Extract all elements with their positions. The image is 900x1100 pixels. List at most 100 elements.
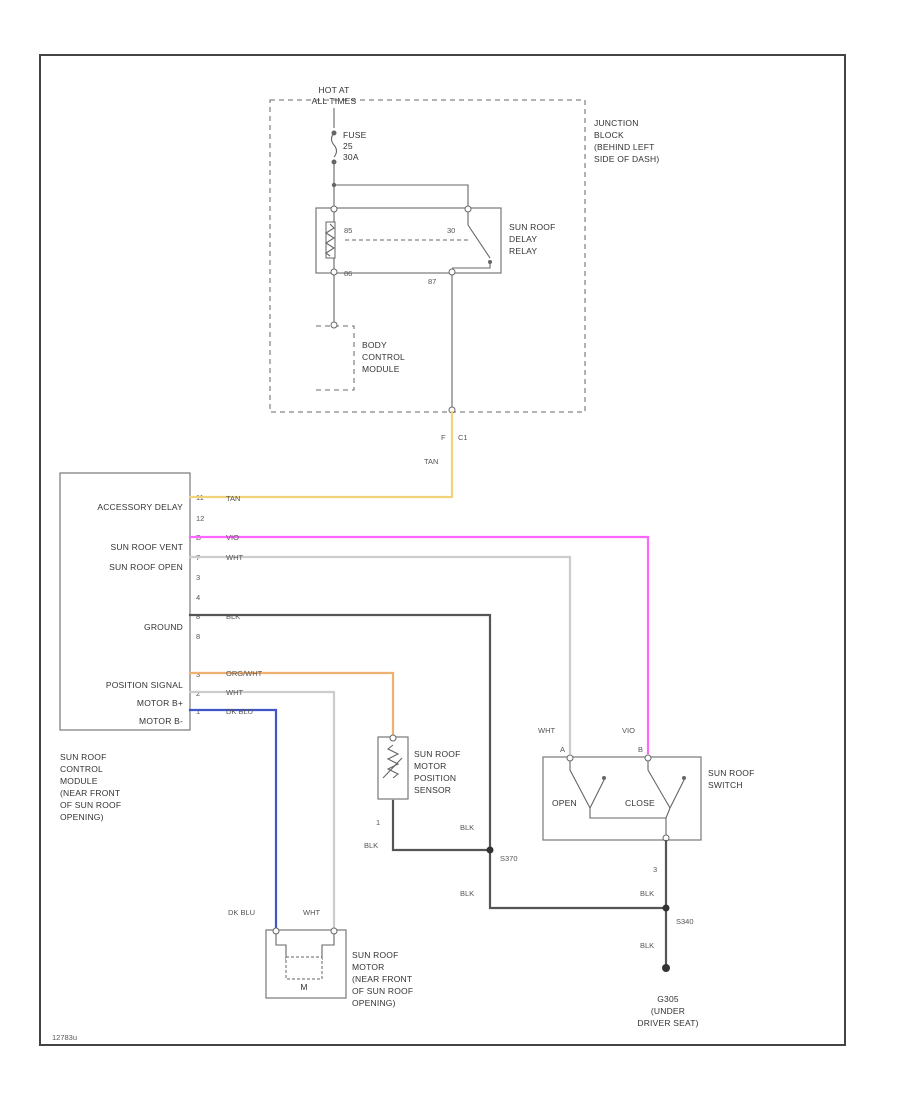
- fuse-rating: 30A: [343, 152, 359, 162]
- pin-label-ground: GROUND: [144, 622, 183, 632]
- pin-label-motor-bplus: MOTOR B+: [137, 698, 183, 708]
- blk-label-s370: BLK: [460, 823, 474, 832]
- sunroof-switch-box: [542, 756, 702, 841]
- relay-pin-85: 85: [344, 226, 352, 235]
- control-module-label-4: (NEAR FRONT: [60, 788, 120, 798]
- wire-orange-white: [188, 671, 395, 737]
- switch-open-label: OPEN: [552, 798, 577, 808]
- switch-wht-label: WHT: [538, 726, 555, 735]
- control-module-label-5: OF SUN ROOF: [60, 800, 121, 810]
- position-sensor-label-2: MOTOR: [414, 761, 446, 771]
- bcm-outline: [316, 325, 355, 391]
- switch-open-contact-icon: [589, 779, 605, 809]
- ground-label: G305: [657, 994, 679, 1004]
- pin-label-sunroof-open: SUN ROOF OPEN: [109, 562, 183, 572]
- wire-black-ground: [188, 613, 667, 910]
- hot-at-label: HOT AT: [318, 85, 349, 95]
- pin-num-4: 3: [196, 573, 200, 582]
- delay-relay-box: [315, 207, 502, 274]
- wire-violet-label: VIO: [226, 533, 239, 542]
- relay-label-2: DELAY: [509, 234, 537, 244]
- pin-label-position-signal: POSITION SIGNAL: [106, 680, 183, 690]
- tan-wire-label-top: TAN: [424, 457, 438, 466]
- sunroof-motor-label-5: OPENING): [352, 998, 396, 1008]
- control-module-label-6: OPENING): [60, 812, 104, 822]
- wire-dark-blue-label: DK BLU: [226, 707, 253, 716]
- c1-connector-label: C1: [458, 433, 468, 442]
- relay-contact-icon: [467, 224, 491, 259]
- pin-num-5: 4: [196, 593, 200, 602]
- motor-wht-label: WHT: [303, 908, 320, 917]
- position-sensor-label-4: SENSOR: [414, 785, 451, 795]
- wire-sensor-ground: [391, 799, 492, 852]
- pin-num-6: 8: [196, 612, 200, 621]
- switch-pin-a: A: [560, 745, 565, 754]
- pin-num-9: 2: [196, 689, 200, 698]
- wire-white-open: [188, 555, 572, 755]
- control-module-box: [59, 472, 191, 731]
- motor-m-label: M: [300, 982, 307, 992]
- switch-pin-b: B: [638, 745, 643, 754]
- relay-pin-86: 86: [344, 269, 352, 278]
- relay-label-3: RELAY: [509, 246, 537, 256]
- pin-num-1: 12: [196, 514, 204, 523]
- relay-pin-30: 30: [447, 226, 455, 235]
- fuse-label: FUSE: [343, 130, 367, 140]
- pin-label-sunroof-vent: SUN ROOF VENT: [111, 542, 184, 552]
- junction-block-label-2: BLOCK: [594, 130, 624, 140]
- wire-black-ground-label: BLK: [226, 612, 240, 621]
- relay-label: SUN ROOF: [509, 222, 555, 232]
- c1-pin: F: [441, 433, 446, 442]
- wire-tan: [188, 410, 454, 499]
- switch-close-contact-icon: [669, 779, 685, 809]
- position-sensor-icon: [386, 744, 400, 779]
- wire-white-motor-label: WHT: [226, 688, 243, 697]
- bcm-label-3: MODULE: [362, 364, 400, 374]
- wire-violet: [188, 535, 650, 755]
- fuse-number: 25: [343, 141, 353, 151]
- sunroof-motor-label-4: OF SUN ROOF: [352, 986, 413, 996]
- position-sensor-pin: 1: [376, 818, 380, 827]
- blk-label-s340-left: BLK: [460, 889, 474, 898]
- ground-label-3: DRIVER SEAT): [637, 1018, 698, 1028]
- splice-s340-label: S340: [676, 917, 694, 926]
- sunroof-motor-label-3: (NEAR FRONT: [352, 974, 412, 984]
- position-sensor-label-3: POSITION: [414, 773, 456, 783]
- junction-block-outline: [269, 99, 586, 413]
- blk-label-ground: BLK: [640, 941, 654, 950]
- pin-label-motor-bminus: MOTOR B-: [139, 716, 183, 726]
- wire-white-open-label: WHT: [226, 553, 243, 562]
- motor-icon: [285, 956, 323, 980]
- splice-s340-dot: [662, 904, 670, 912]
- switch-close-label: CLOSE: [625, 798, 655, 808]
- junction-block-label-3: (BEHIND LEFT: [594, 142, 655, 152]
- wire-dark-blue: [188, 708, 278, 929]
- all-times-label: ALL TIMES: [312, 96, 357, 106]
- ground-g305-icon: [662, 964, 670, 972]
- wire-white-motor: [188, 690, 336, 929]
- splice-s370-dot: [486, 846, 494, 854]
- wire-orange-white-label: ORG/WHT: [226, 669, 263, 678]
- pin-label-accessory-delay: ACCESSORY DELAY: [97, 502, 183, 512]
- bcm-label-2: CONTROL: [362, 352, 405, 362]
- sunroof-switch-label: SUN ROOF: [708, 768, 754, 778]
- sunroof-motor-label-2: MOTOR: [352, 962, 384, 972]
- sunroof-switch-label-2: SWITCH: [708, 780, 743, 790]
- diagram-border: [39, 54, 846, 1046]
- pin-num-8: 3: [196, 670, 200, 679]
- module-pin-list: ACCESSORY DELAY SUN ROOF VENT SUN ROOF O…: [97, 493, 204, 726]
- diagram-code: 12783u: [52, 1033, 77, 1042]
- splice-s370-label: S370: [500, 854, 518, 863]
- ground-label-2: (UNDER: [651, 1006, 685, 1016]
- bcm-label: BODY: [362, 340, 387, 350]
- junction-block-label: JUNCTION: [594, 118, 639, 128]
- control-module-label: SUN ROOF: [60, 752, 106, 762]
- control-module-label-2: CONTROL: [60, 764, 103, 774]
- sunroof-motor-label: SUN ROOF: [352, 950, 398, 960]
- blk-label-sensor: BLK: [364, 841, 378, 850]
- sunroof-motor-box: [265, 929, 347, 999]
- motor-dkblu-label: DK BLU: [228, 908, 255, 917]
- relay-pin-87: 87: [428, 277, 436, 286]
- control-module-label-3: MODULE: [60, 776, 98, 786]
